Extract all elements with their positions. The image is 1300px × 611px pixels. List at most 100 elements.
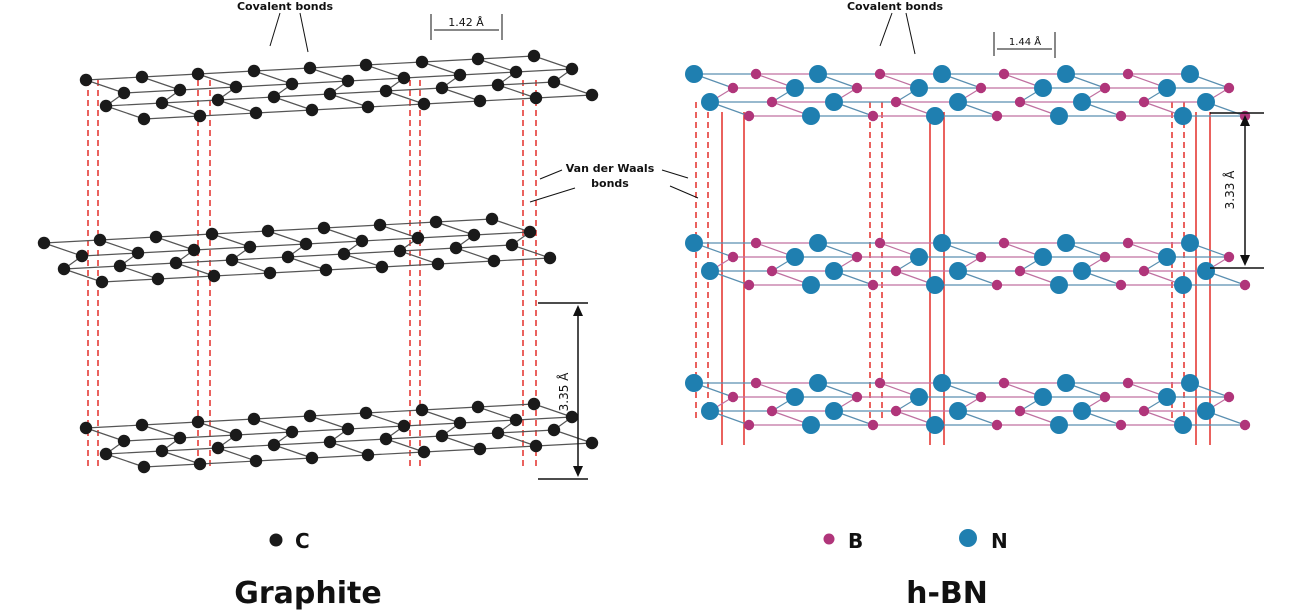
carbon-atom [473,94,487,108]
graphite-bond-length: 1.42 Å [448,16,484,29]
carbon-atom [467,228,481,242]
carbon-atom [397,71,411,85]
nitrogen-atom [825,262,843,280]
carbon-atom [337,247,351,261]
bond-line [81,252,139,257]
bond-line [217,447,257,462]
carbon-atom [95,275,109,289]
boron-atom [1115,419,1127,431]
carbon-atom [543,251,557,265]
nitrogen-atom [802,107,820,125]
nitrogen-atom [1034,79,1052,97]
boron-atom [890,96,902,108]
nitrogen-atom [1073,262,1091,280]
bond-line [273,96,313,111]
bond-line [379,221,437,226]
boron-atom [1223,82,1235,94]
carbon-atom [173,431,187,445]
hbn-spacing-arrowhead-top [1240,115,1250,126]
bond-line [459,419,517,424]
graphite-bonds-layer-2 [43,218,551,283]
carbon-atom [79,421,93,435]
boron-atom [991,419,1003,431]
boron-atom [750,68,762,80]
carbon-atom [527,397,541,411]
carbon-atom [207,269,221,283]
bond-line [85,424,143,429]
bond-line [141,76,181,91]
nitrogen-atom [1034,388,1052,406]
nitrogen-atom [1073,93,1091,111]
carbon-atom [341,74,355,88]
boron-atom [1115,110,1127,122]
boron-atom [975,391,987,403]
carbon-atom [229,80,243,94]
carbon-atom [547,75,561,89]
carbon-atom [263,266,277,280]
nitrogen-atom [933,65,951,83]
carbon-atom [373,218,387,232]
bond-line [231,256,289,261]
bond-line [119,265,159,280]
boron-atom [1099,82,1111,94]
bond-line [309,415,349,430]
bond-line [141,421,199,426]
carbon-atom [509,413,523,427]
carbon-atom [117,434,131,448]
bond-line [99,239,139,254]
bond-line [197,421,237,436]
bond-line [477,406,517,421]
carbon-atom [305,451,319,465]
hbn-covalent-arrow-1 [879,12,893,47]
nitrogen-atom [910,388,928,406]
carbon-atom [169,256,183,270]
bond-line [535,94,593,99]
nitrogen-atom [786,388,804,406]
nitrogen-atom [910,248,928,266]
bond-line [553,81,593,96]
carbon-atom [471,400,485,414]
bond-line [137,249,195,254]
carbon-atom [191,67,205,81]
bond-line [123,89,181,94]
carbon-atom [155,96,169,110]
bond-line [155,236,195,251]
bond-line [421,409,461,424]
nitrogen-atom [1050,276,1068,294]
carbon-atom [267,438,281,452]
bond-line [197,73,237,88]
bond-line [365,412,405,427]
bond-line [305,240,363,245]
carbon-atom [449,241,463,255]
bond-line [435,218,493,223]
carbon-atom [135,418,149,432]
carbon-atom [285,425,299,439]
bond-line [287,253,345,258]
carbon-atom [411,231,425,245]
bond-line [267,227,325,232]
graphite-spacing-label: 3.35 Å [556,372,571,412]
nitrogen-atom [685,65,703,83]
bond-line [403,74,461,79]
hbn-bonds-layer-3 [693,382,1246,426]
bond-line [403,422,461,427]
nitrogen-atom [1197,262,1215,280]
bond-line [455,244,513,249]
carbon-atom [565,62,579,76]
carbon-atom [135,70,149,84]
vdw-label-line1: Van der Waals [566,162,655,175]
carbon-atom [211,441,225,455]
bond-line [63,265,121,270]
bond-line [197,418,255,423]
bond-line [161,450,201,465]
carbon-atom [435,81,449,95]
bond-line [123,437,181,442]
bond-line [347,77,405,82]
boron-atom [991,279,1003,291]
carbon-atom [303,409,317,423]
bond-line [249,243,307,248]
nitrogen-atom [1181,65,1199,83]
boron-atom [851,82,863,94]
bond-line [365,409,423,414]
